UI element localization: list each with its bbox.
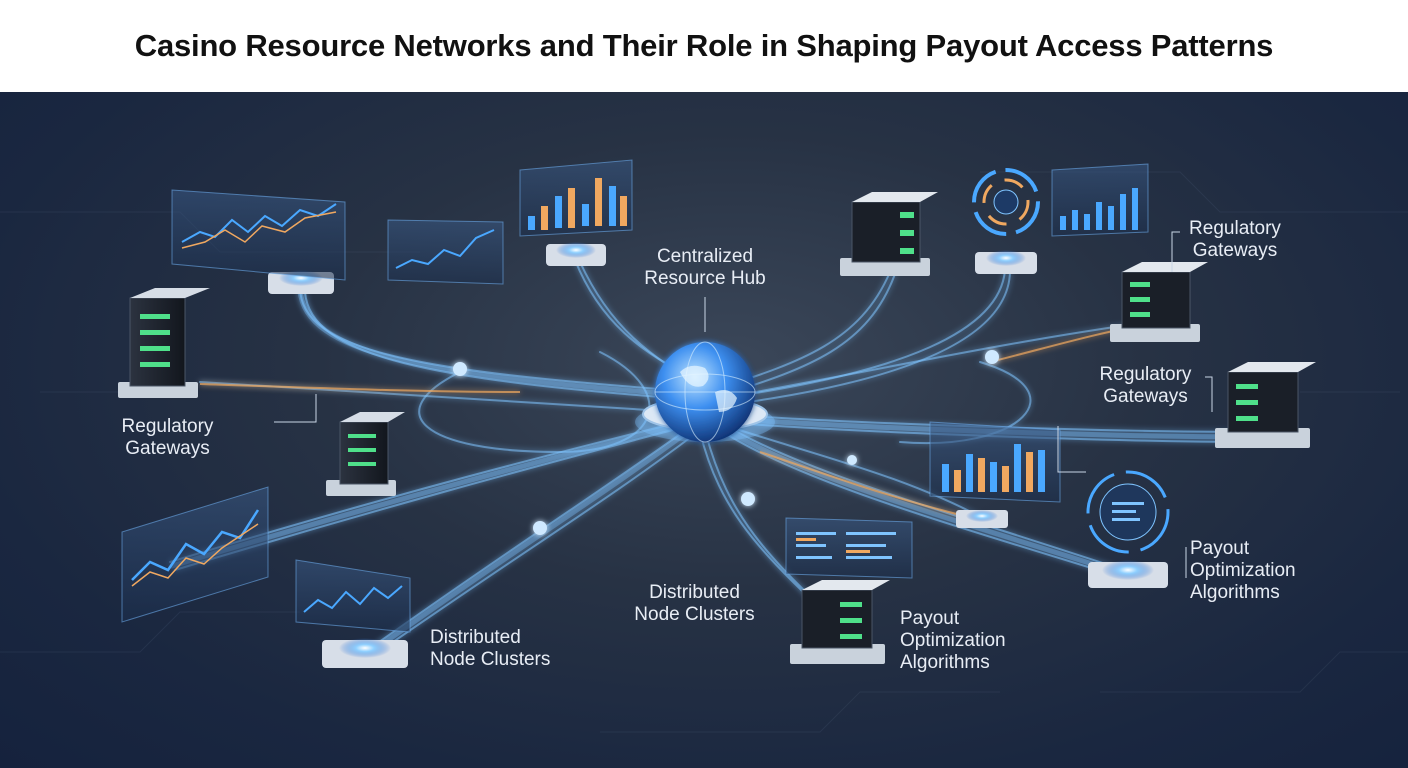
screen-gauge-right	[1086, 470, 1170, 554]
pad-bottom-left	[322, 638, 408, 668]
label-payout-optimization-right: Payout Optimization Algorithms	[1190, 538, 1296, 603]
diagram-title: Casino Resource Networks and Their Role …	[134, 28, 1274, 63]
pad-top-center	[546, 242, 606, 266]
junction-nodes	[453, 350, 999, 535]
server-rack-center-left	[326, 412, 405, 496]
screen-bar-chart-top-right	[1051, 163, 1149, 237]
screen-gauge-top-right	[972, 168, 1040, 236]
title-bar: Casino Resource Networks and Their Role …	[0, 0, 1408, 92]
screen-bar-chart-top	[519, 159, 633, 237]
label-distributed-node-clusters-left: Distributed Node Clusters	[430, 627, 551, 670]
label-regulatory-gateways-top-right: Regulatory Gateways	[1189, 218, 1281, 261]
pad-top-right	[975, 250, 1037, 274]
label-regulatory-gateways-left: Regulatory Gateways	[121, 416, 214, 459]
screen-line-chart-top-mid	[387, 219, 504, 285]
globe-hub	[635, 341, 775, 443]
glow-pads	[268, 242, 1168, 668]
label-leader-lines	[274, 231, 1213, 578]
label-regulatory-gateways-mid-right: Regulatory Gateways	[1099, 364, 1192, 407]
network-illustration: Centralized Resource Hub Regulatory Gate…	[0, 92, 1408, 768]
server-stack-bottom	[790, 580, 890, 664]
pad-right	[1088, 560, 1168, 588]
label-distributed-node-clusters-center: Distributed Node Clusters	[634, 582, 755, 625]
label-centralized-resource-hub: Centralized Resource Hub	[644, 246, 766, 289]
server-stack-right-top	[1110, 262, 1208, 342]
screen-line-chart-top-left	[171, 189, 346, 281]
screen-line-chart-bottom-left	[295, 559, 411, 633]
server-rack-left	[118, 288, 210, 398]
screen-line-chart-left	[121, 486, 269, 623]
network-graphic	[0, 159, 1408, 733]
screen-bar-chart-center-right	[929, 421, 1061, 503]
label-payout-optimization-bottom: Payout Optimization Algorithms	[900, 608, 1006, 673]
server-stack-right-mid	[1215, 362, 1316, 448]
pad-center-right	[956, 510, 1008, 528]
screen-table-bottom-center	[785, 517, 913, 579]
server-stack-top	[840, 192, 938, 276]
